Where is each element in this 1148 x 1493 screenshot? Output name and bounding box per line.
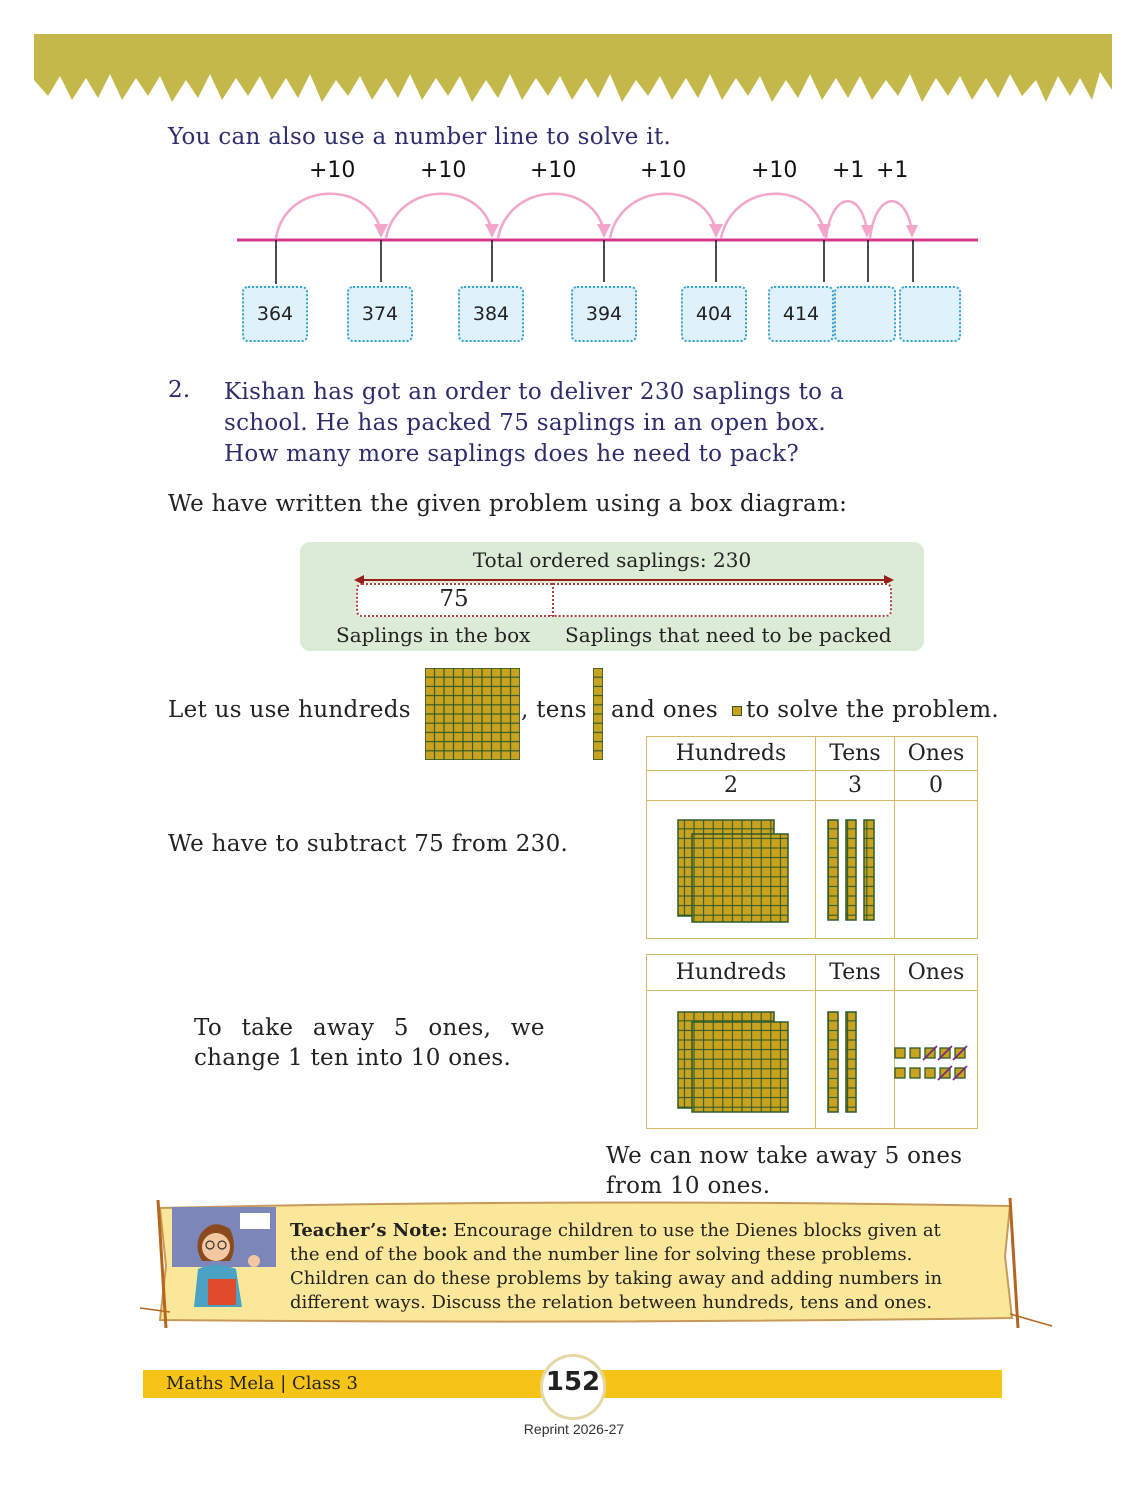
- teacher-note-title: Teacher’s Note:: [290, 1220, 448, 1241]
- value-tens: 3: [815, 770, 895, 801]
- jump-label: +10: [309, 158, 356, 183]
- right-label: Saplings that need to be packed: [565, 623, 892, 647]
- header-tens: Tens: [815, 736, 895, 771]
- page-number: 152: [545, 1367, 601, 1397]
- value-ones: 0: [894, 770, 978, 801]
- teacher-note-scroll: [139, 1197, 1053, 1329]
- numberline-intro: You can also use a number line to solve …: [168, 124, 672, 150]
- number-box: 404: [681, 286, 747, 342]
- header-band: [34, 34, 1112, 102]
- hundred-block-icon: [425, 668, 520, 760]
- number-box: 384: [458, 286, 524, 342]
- takeaway-line: We can now take away 5 ones: [606, 1143, 963, 1169]
- total-arrow: [354, 575, 894, 585]
- jump-label: +10: [751, 158, 798, 183]
- ten-rod-icon: [593, 668, 603, 760]
- jump-label: +1: [876, 158, 909, 183]
- blocks-text-2: , tens: [521, 697, 587, 723]
- number-box: 414: [768, 286, 834, 342]
- answer-box[interactable]: [834, 286, 896, 342]
- question-number: 2.: [168, 377, 191, 403]
- one-cube-icon: [732, 706, 742, 716]
- regroup-text: To take away 5 ones, we change 1 ten int…: [194, 1013, 545, 1073]
- header-tens: Tens: [815, 954, 895, 991]
- question-line: Kishan has got an order to deliver 230 s…: [224, 379, 844, 405]
- takeaway-text: We can now take away 5 ones from 10 ones…: [606, 1141, 962, 1201]
- footer-book-title: Maths Mela | Class 3: [166, 1373, 358, 1394]
- value-hundreds: 2: [646, 770, 816, 801]
- header-hundreds: Hundreds: [646, 954, 816, 991]
- jump-label: +1: [832, 158, 865, 183]
- subtract-text: We have to subtract 75 from 230.: [168, 831, 569, 857]
- total-label: Total ordered saplings: 230: [472, 548, 752, 572]
- question-line: school. He has packed 75 saplings in an …: [224, 410, 827, 436]
- answer-box[interactable]: [899, 286, 961, 342]
- teacher-note: Teacher’s Note: Encourage children to us…: [290, 1219, 942, 1315]
- jump-label: +10: [530, 158, 577, 183]
- regroup-line: To take away 5 ones, we: [194, 1015, 545, 1041]
- table2-blocks: [677, 1011, 968, 1113]
- teacher-note-line: the end of the book and the number line …: [290, 1244, 913, 1265]
- blocks-text-4: to solve the problem.: [746, 697, 999, 723]
- left-label: Saplings in the box: [336, 623, 531, 647]
- teacher-note-line: Encourage children to use the Dienes blo…: [447, 1220, 941, 1241]
- question-text: Kishan has got an order to deliver 230 s…: [224, 377, 844, 470]
- number-box: 394: [571, 286, 637, 342]
- blocks-text-3: and ones: [611, 697, 719, 723]
- header-ones: Ones: [894, 954, 978, 991]
- jump-label: +10: [640, 158, 687, 183]
- regroup-line: change 1 ten into 10 ones.: [194, 1045, 512, 1071]
- blocks-text-1: Let us use hundreds: [168, 697, 411, 723]
- known-value: 75: [439, 586, 469, 612]
- header-ones: Ones: [894, 736, 978, 771]
- table1-blocks: [677, 819, 875, 923]
- teacher-note-line: different ways. Discuss the relation bet…: [290, 1292, 933, 1313]
- question-line: How many more saplings does he need to p…: [224, 441, 800, 467]
- jump-label: +10: [420, 158, 467, 183]
- takeaway-line: from 10 ones.: [606, 1173, 771, 1199]
- box-diagram-intro: We have written the given problem using …: [168, 491, 848, 517]
- teacher-illustration-icon: [172, 1207, 276, 1307]
- reprint-text: Reprint 2026-27: [523, 1421, 625, 1437]
- box-part-known: [356, 583, 552, 617]
- header-hundreds: Hundreds: [646, 736, 816, 771]
- number-line: [237, 192, 978, 284]
- box-part-unknown[interactable]: [552, 583, 892, 617]
- number-box: 374: [347, 286, 413, 342]
- page-number-badge: [540, 1354, 606, 1420]
- number-box: 364: [242, 286, 308, 342]
- teacher-note-line: Children can do these problems by taking…: [290, 1268, 943, 1289]
